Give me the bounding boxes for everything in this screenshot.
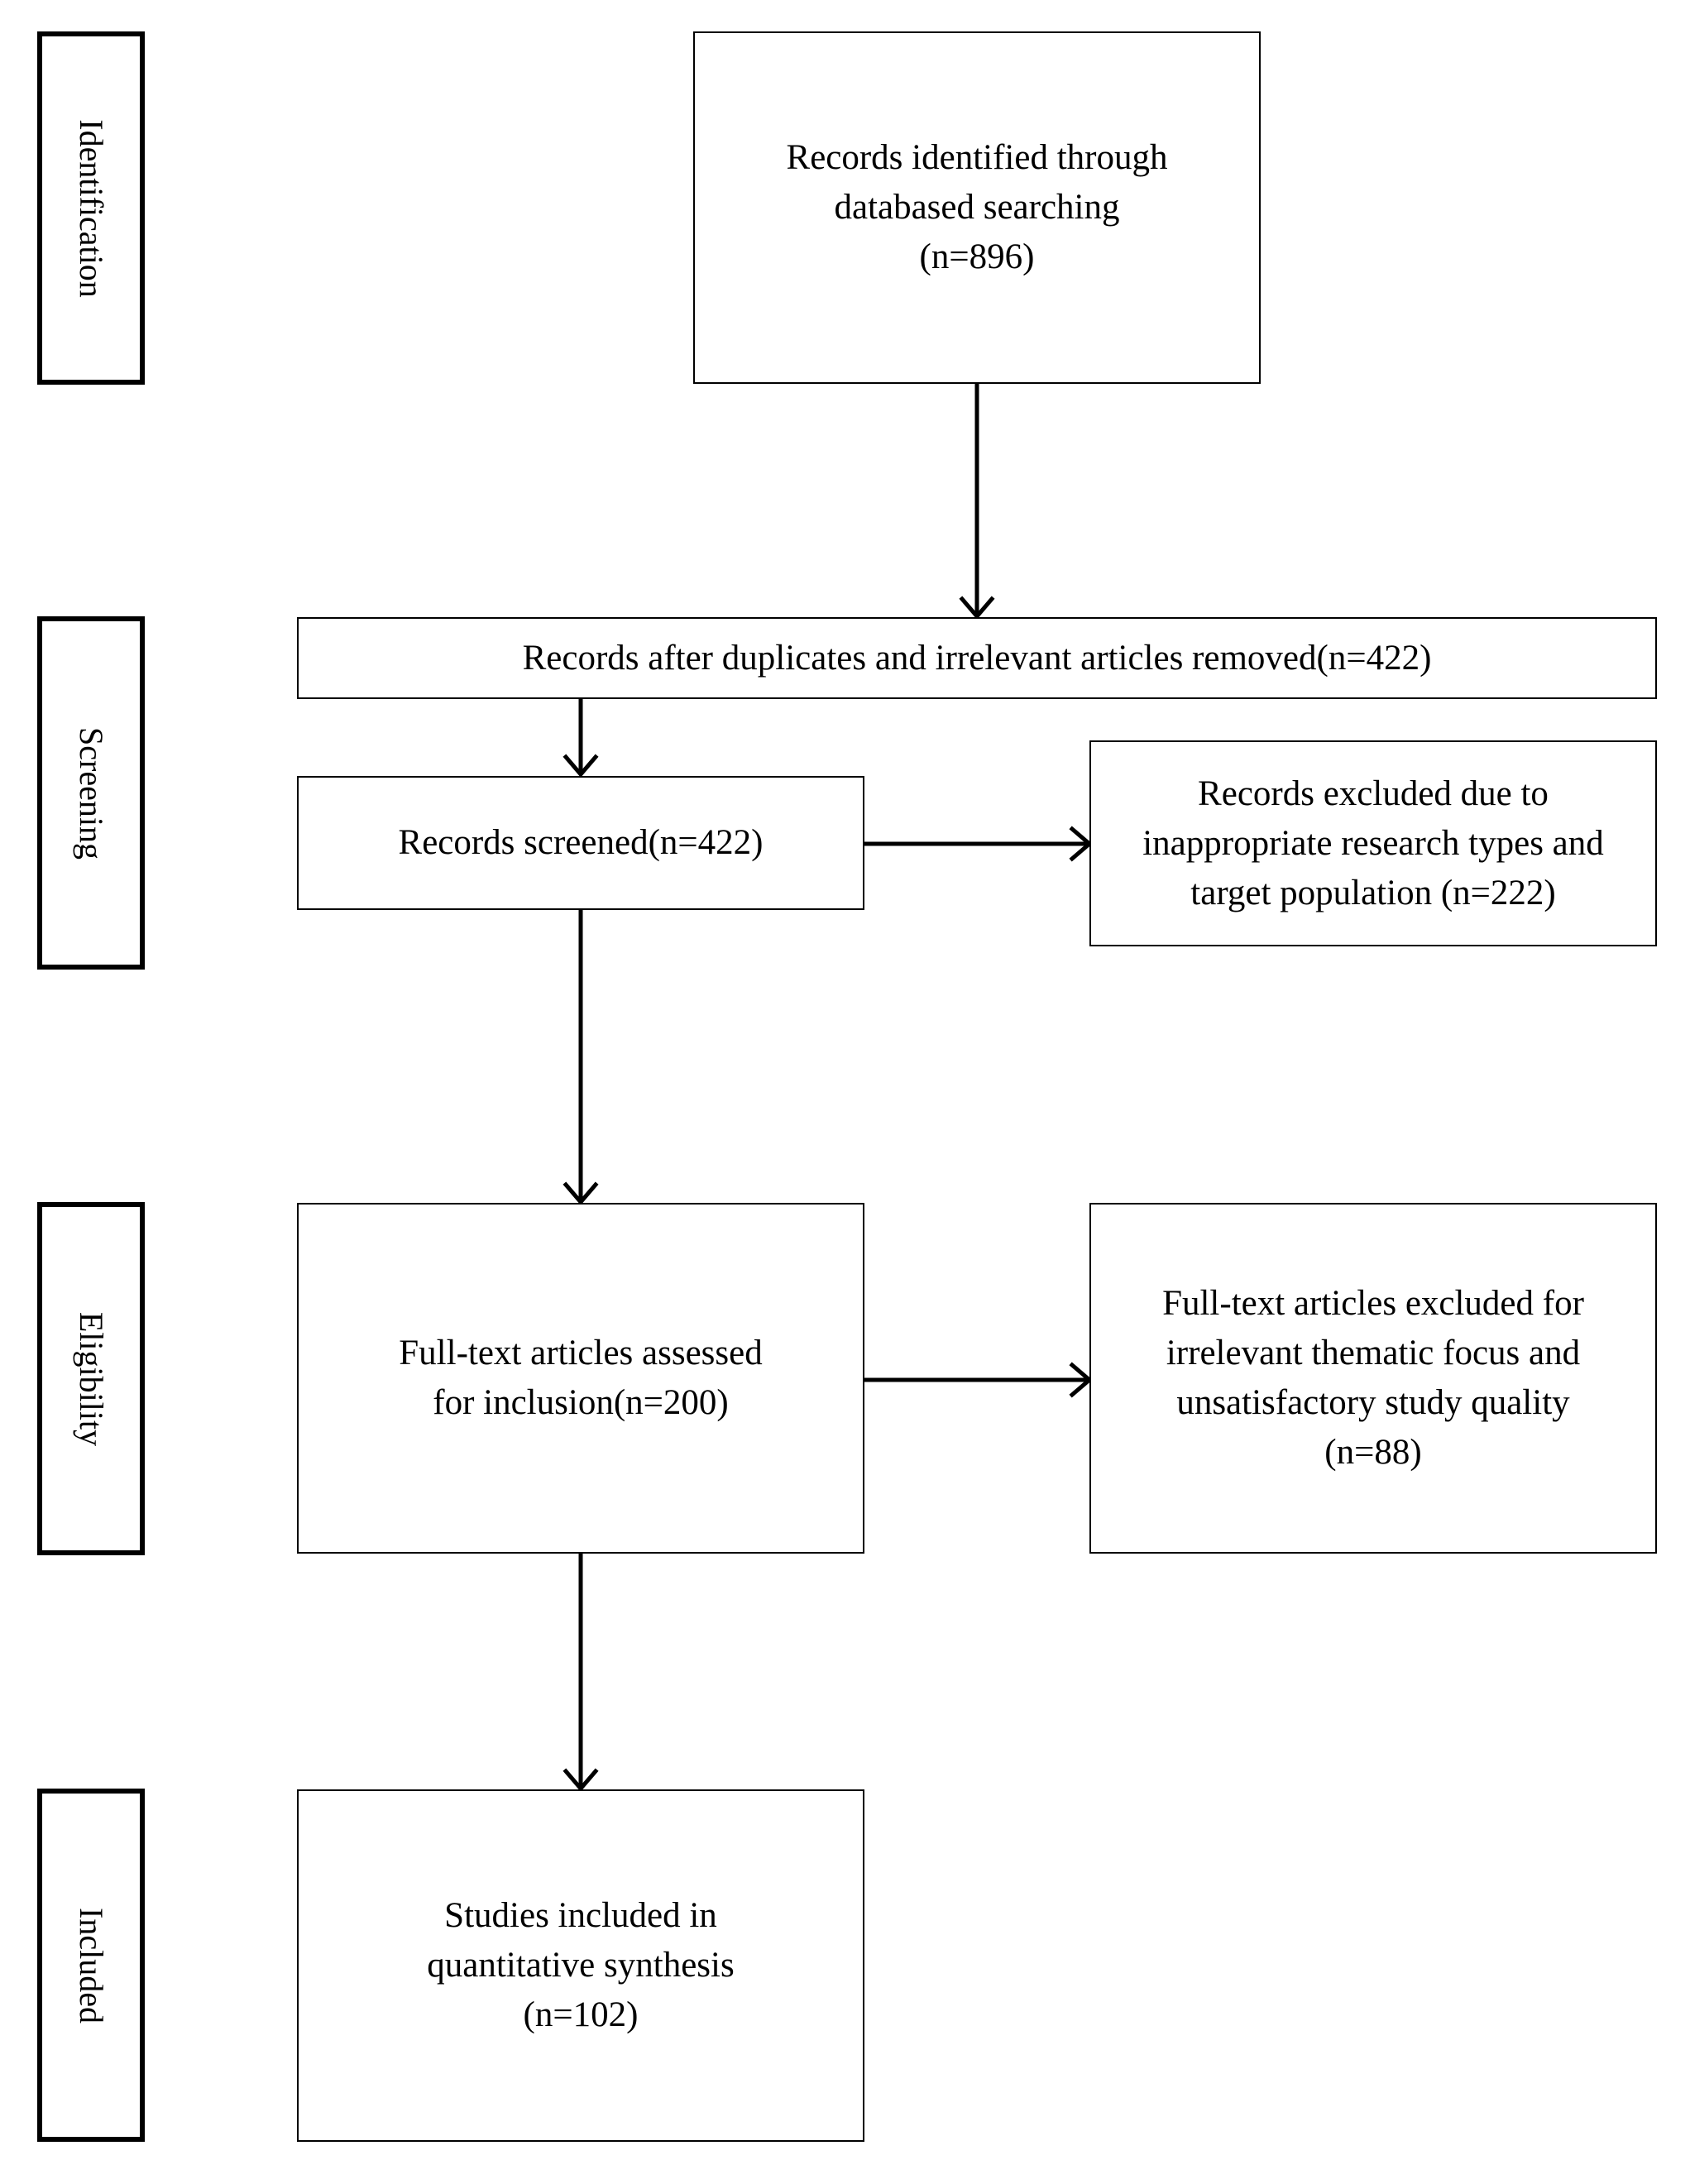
box-full-text-assessed-text: Full-text articles assessed for inclusio… [399,1334,763,1422]
box-records-after-duplicates: Records after duplicates and irrelevant … [297,617,1657,699]
box-records-after-duplicates-text: Records after duplicates and irrelevant … [522,638,1432,678]
box-records-screened: Records screened(n=422) [297,776,864,910]
box-full-text-assessed: Full-text articles assessed for inclusio… [297,1203,864,1554]
stage-screening: Screening [37,616,145,970]
stage-identification: Identification [37,31,145,385]
box-records-excluded-screening-text: Records excluded due to inappropriate re… [1142,774,1604,912]
box-full-text-excluded-text: Full-text articles excluded for irreleva… [1162,1284,1584,1472]
box-studies-included: Studies included in quantitative synthes… [297,1789,864,2142]
box-records-identified-text: Records identified through databased sea… [786,138,1168,276]
box-records-excluded-screening: Records excluded due to inappropriate re… [1089,740,1657,946]
stage-included: Included [37,1789,145,2142]
box-full-text-excluded: Full-text articles excluded for irreleva… [1089,1203,1657,1554]
box-studies-included-text: Studies included in quantitative synthes… [427,1896,735,2034]
box-records-identified: Records identified through databased sea… [693,31,1261,384]
stage-eligibility: Eligibility [37,1202,145,1555]
box-records-screened-text: Records screened(n=422) [398,823,764,862]
